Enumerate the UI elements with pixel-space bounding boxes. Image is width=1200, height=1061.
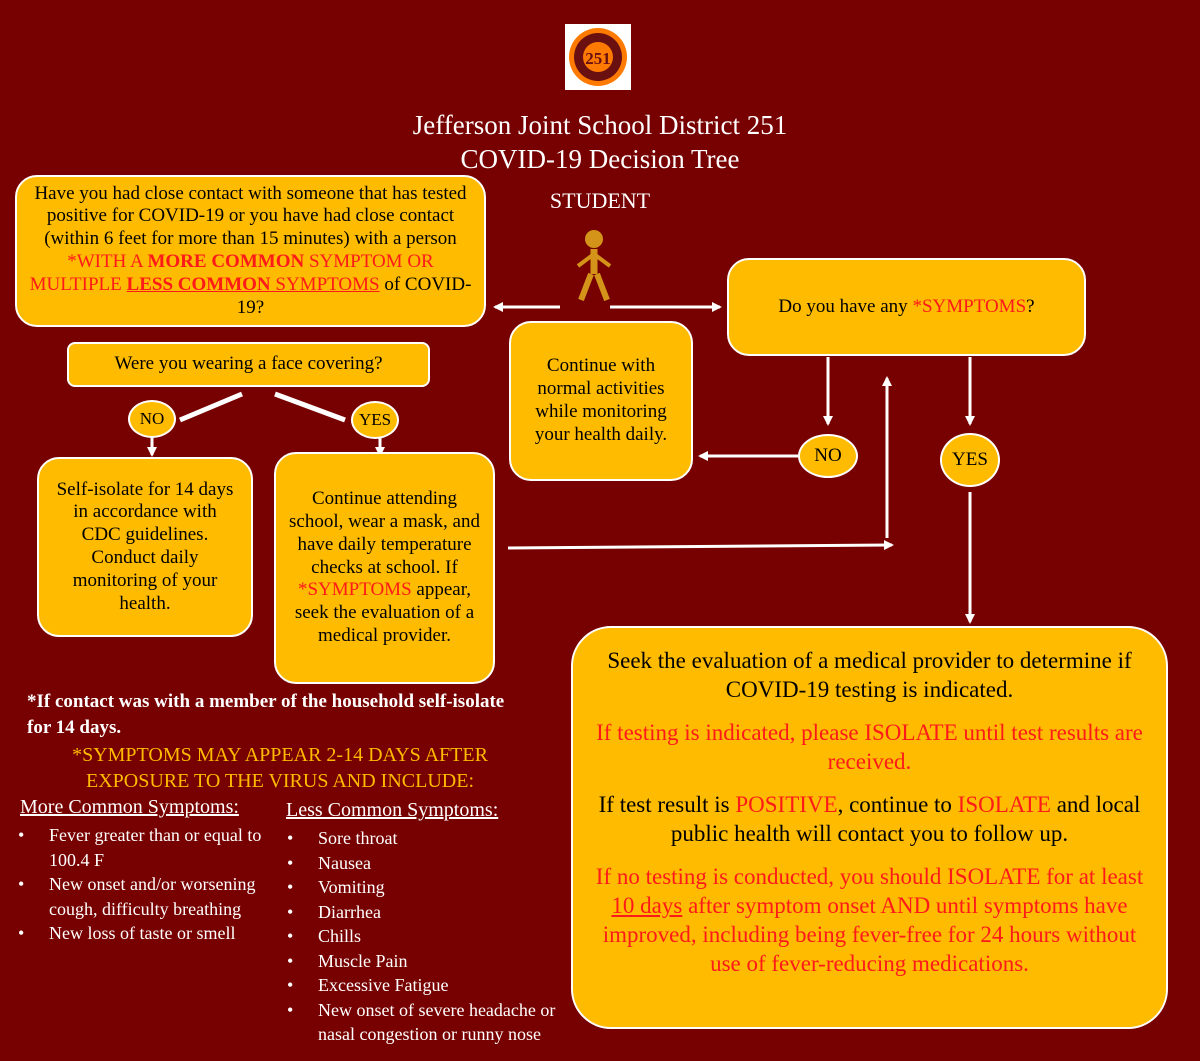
- student-person-icon: [576, 230, 612, 301]
- left-yes-label: YES: [358, 410, 392, 429]
- right-yes-label: YES: [952, 449, 988, 470]
- medical-p3-text-3: , continue to: [837, 792, 958, 817]
- medical-p4-text-3: after symptom onset AND until symptoms h…: [602, 893, 1137, 976]
- face-covering-question-box: Were you wearing a face covering?: [67, 342, 430, 387]
- medical-evaluation-box: Seek the evaluation of a medical provide…: [571, 626, 1168, 1029]
- less-common-item: New onset of severe headache or nasal co…: [287, 998, 577, 1047]
- symptoms-question-text: Do you have any *SYMPTOMS?: [778, 296, 1034, 319]
- more-common-item: New onset and/or worsening cough, diffic…: [18, 872, 280, 921]
- medical-positive: POSITIVE: [735, 792, 838, 817]
- left-no-circle: NO: [128, 400, 176, 438]
- less-common-item: Vomiting: [287, 875, 577, 900]
- arrow-continue-to-loop: [507, 540, 894, 551]
- household-note: *If contact was with a member of the hou…: [27, 691, 505, 738]
- less-common-item: Chills: [287, 924, 577, 949]
- continue-attending-text-1: Continue attending school, wear a mask, …: [289, 488, 480, 578]
- less-common-item: Diarrhea: [287, 900, 577, 925]
- close-contact-question-box: Have you had close contact with someone …: [15, 175, 486, 327]
- close-contact-text-7: of COVID-19?: [236, 273, 472, 318]
- continue-normal-box: Continue with normal activities while mo…: [509, 321, 693, 481]
- right-yes-circle: YES: [940, 433, 1000, 487]
- face-covering-question-text: Were you wearing a face covering?: [114, 353, 383, 375]
- student-label: STUDENT: [549, 188, 651, 213]
- symptoms-question-text-1: Do you have any: [778, 295, 913, 317]
- left-no-label: NO: [139, 409, 165, 428]
- symptoms-note: *SYMPTOMS MAY APPEAR 2-14 DAYS AFTER EXP…: [72, 744, 488, 792]
- continue-normal-text: Continue with normal activities while mo…: [534, 355, 668, 445]
- title-line-2: COVID-19 Decision Tree: [460, 144, 740, 174]
- less-common-heading: Less Common Symptoms:: [286, 799, 499, 821]
- symptoms-question-text-3: ?: [1026, 295, 1035, 317]
- continue-attending-text-3: appear, seek the evaluation of a medical…: [294, 579, 475, 646]
- close-contact-text-4: SYMPTOM OR MULTIPLE: [29, 251, 434, 295]
- title-line-1: Jefferson Joint School District 251: [412, 110, 788, 140]
- more-common-item: New loss of taste or smell: [18, 921, 280, 946]
- continue-attending-symptoms: *SYMPTOMS: [297, 579, 412, 601]
- logo-number: 251: [585, 49, 611, 68]
- close-contact-text-1: Have you had close contact with someone …: [34, 182, 467, 250]
- more-common-item: Fever greater than or equal to 100.4 F: [18, 823, 280, 872]
- close-contact-less-common: LESS COMMON: [126, 273, 271, 295]
- page-title: Jefferson Joint School District 251 COVI…: [340, 108, 860, 176]
- close-contact-question-text: Have you had close contact with someone …: [27, 183, 474, 320]
- less-common-item: Sore throat: [287, 826, 577, 851]
- medical-ten-days: 10 days: [611, 893, 683, 918]
- self-isolate-text: Self-isolate for 14 days in accordance w…: [56, 478, 234, 614]
- more-common-list: Fever greater than or equal to 100.4 F N…: [18, 823, 280, 946]
- medical-paragraph-2: If testing is indicated, please ISOLATE …: [596, 720, 1143, 774]
- arrow-to-left-no: [179, 391, 243, 423]
- medical-p3-text-5: and local public health will contact you…: [670, 792, 1141, 846]
- less-common-list: Sore throat Nausea Vomiting Diarrhea Chi…: [287, 826, 577, 1047]
- close-contact-more-common: MORE COMMON: [147, 251, 305, 272]
- continue-attending-box: Continue attending school, wear a mask, …: [274, 452, 495, 684]
- symptoms-question-symptoms: *SYMPTOMS: [912, 295, 1027, 317]
- district-logo: 251: [565, 24, 631, 90]
- less-common-item: Nausea: [287, 851, 577, 876]
- medical-paragraph-3: If test result is POSITIVE, continue to …: [591, 790, 1148, 848]
- left-yes-circle: YES: [351, 401, 399, 439]
- close-contact-text-2: *WITH A: [67, 251, 148, 272]
- medical-p4-text-1: If no testing is conducted, you should I…: [595, 864, 1144, 889]
- arrow-to-left-yes: [274, 391, 346, 423]
- symptoms-question-box: Do you have any *SYMPTOMS?: [727, 258, 1086, 356]
- more-common-heading: More Common Symptoms:: [20, 796, 239, 818]
- medical-isolate: ISOLATE: [957, 792, 1051, 817]
- self-isolate-box: Self-isolate for 14 days in accordance w…: [37, 457, 253, 637]
- medical-p3-text-1: If test result is: [598, 792, 736, 817]
- logo-emblem-icon: 251: [569, 28, 627, 86]
- close-contact-text-6: SYMPTOMS: [270, 273, 380, 295]
- continue-attending-text: Continue attending school, wear a mask, …: [288, 488, 481, 648]
- less-common-item: Excessive Fatigue: [287, 973, 577, 998]
- medical-paragraph-1: Seek the evaluation of a medical provide…: [607, 648, 1132, 702]
- less-common-item: Muscle Pain: [287, 949, 577, 974]
- right-no-label: NO: [814, 445, 842, 466]
- medical-paragraph-4: If no testing is conducted, you should I…: [591, 862, 1148, 978]
- right-no-circle: NO: [798, 434, 858, 478]
